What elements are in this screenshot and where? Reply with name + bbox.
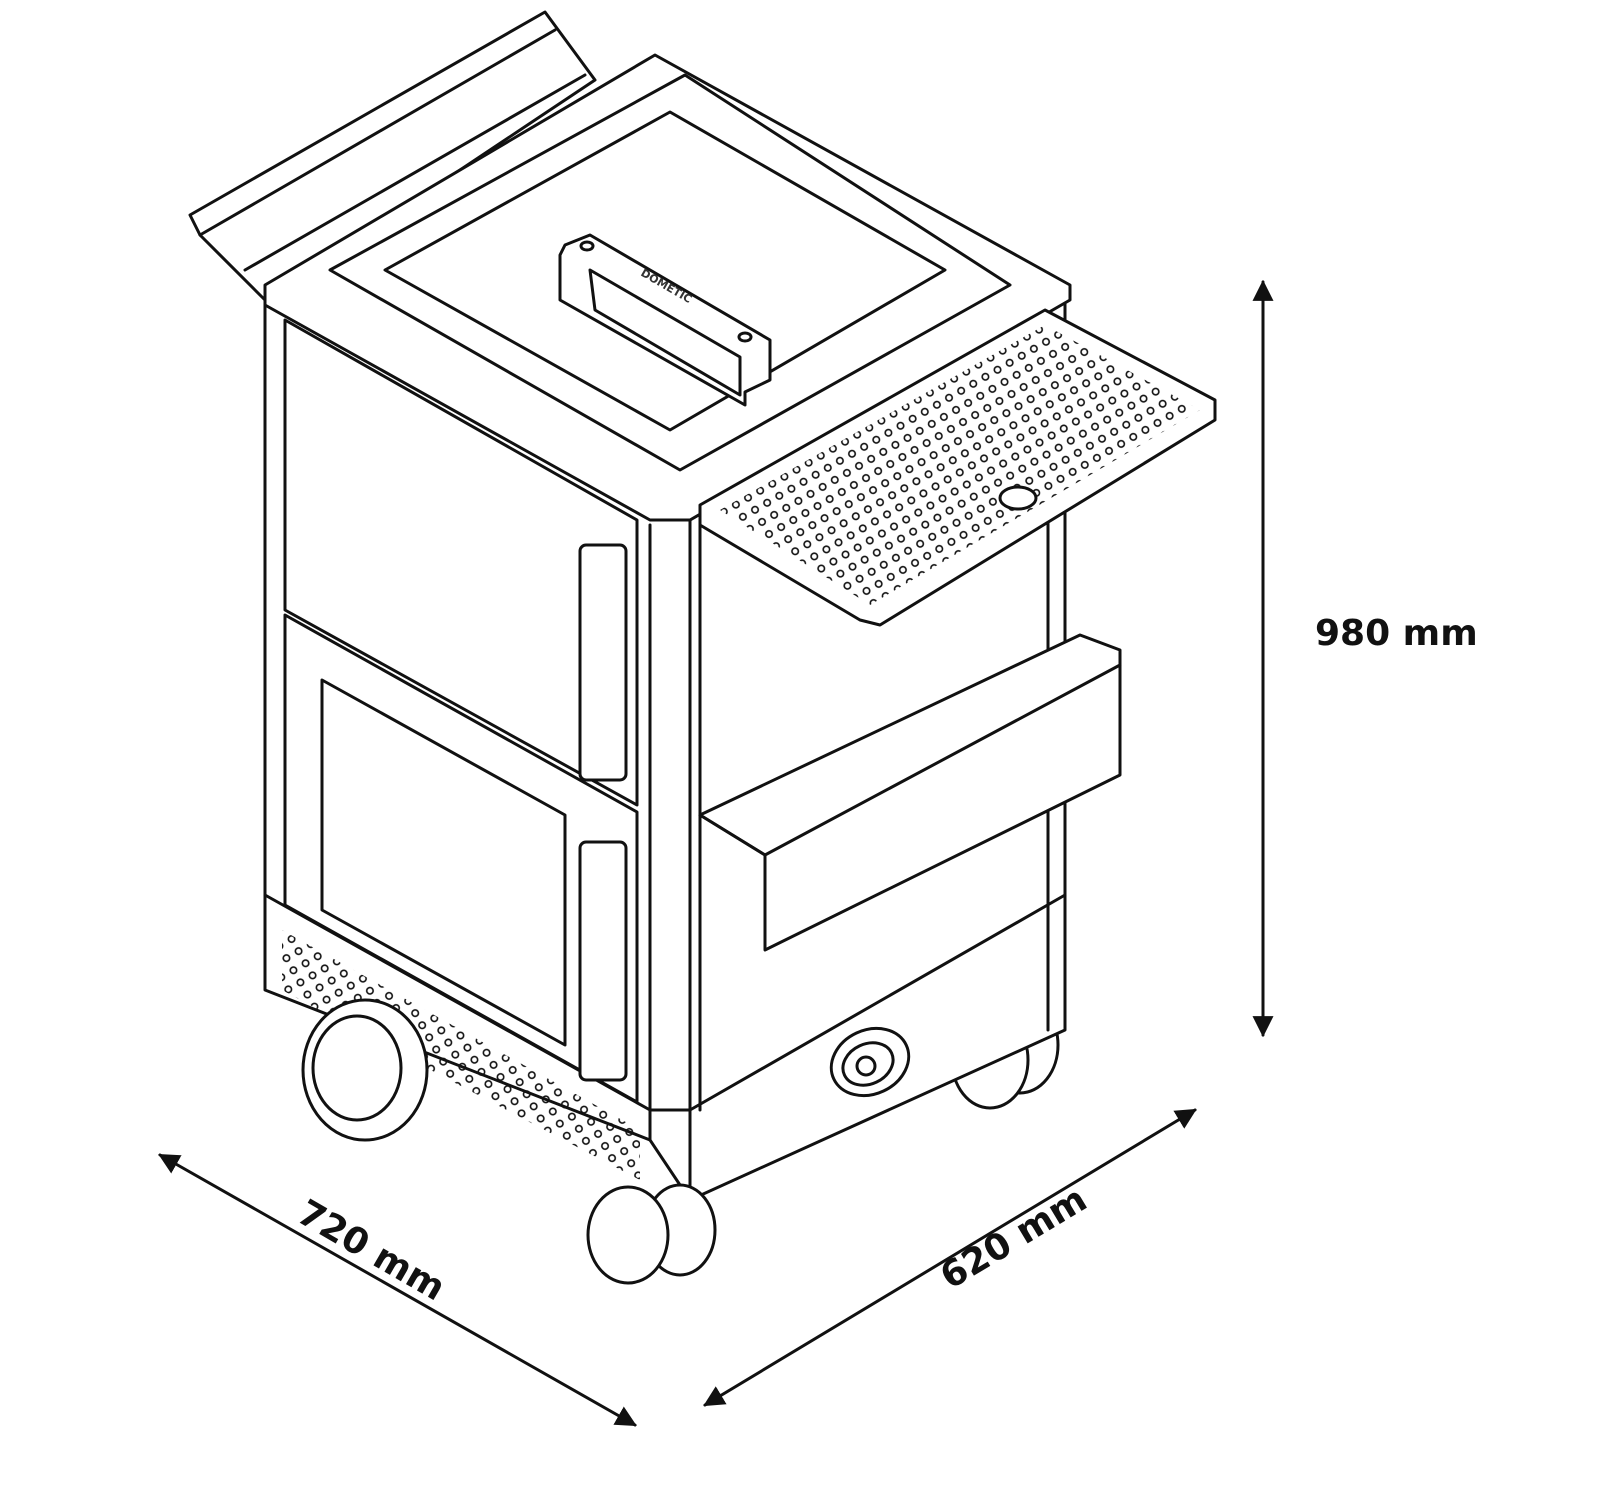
upper-door[interactable] <box>283 318 639 807</box>
upper-door-handle[interactable] <box>578 543 628 782</box>
ventilation-grille <box>282 930 640 1180</box>
lower-door-handle[interactable] <box>578 840 628 1082</box>
power-socket <box>829 1026 911 1098</box>
carry-handle[interactable]: DOMETIC <box>558 233 772 407</box>
front-wheel-left <box>301 998 429 1142</box>
side-tray <box>698 308 1217 627</box>
side-basket <box>698 633 1122 952</box>
depth-label: 620 mm <box>934 1179 1095 1298</box>
depth-dimension-arrow <box>703 1108 1197 1407</box>
width-label: 720 mm <box>291 1192 452 1309</box>
towel-rail <box>188 10 597 302</box>
front-wheel-center <box>586 1183 717 1285</box>
lower-door[interactable] <box>283 613 639 1104</box>
height-label: 980 mm <box>1315 613 1478 654</box>
width-dimension-arrow <box>158 1153 637 1427</box>
